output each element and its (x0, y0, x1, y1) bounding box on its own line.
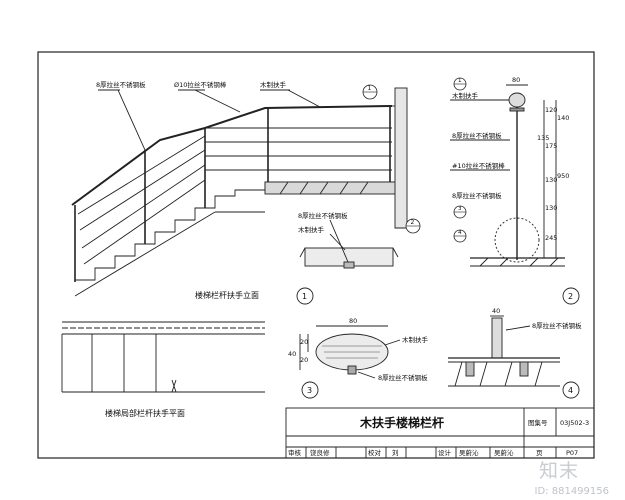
dim-40: 40 (288, 350, 296, 358)
dim-135: 135 (537, 134, 549, 142)
detail-2-view (450, 84, 565, 267)
elevation-view (71, 87, 408, 297)
title-block-cell-0: 审核 (288, 448, 302, 457)
section-mark-3-text: 3 (307, 386, 312, 395)
marker-2-right-text: 2 (411, 219, 415, 226)
label-rod-elevation: Ø10拉丝不锈钢棒 (174, 80, 227, 89)
marker-3-d2-text: 3 (458, 206, 462, 212)
section-mark-2: 2 (562, 287, 580, 305)
dim-175: 175 (545, 142, 557, 150)
title-block-cell-6: 设计 (438, 448, 452, 457)
dim-120: 120 (545, 106, 557, 114)
label-plate-elevation: 8厚拉丝不锈钢板 (96, 80, 146, 89)
title-block-title: 木扶手楼梯栏杆 (359, 415, 444, 430)
detail-3-view (299, 325, 401, 379)
title-block-cell-8: 吴蔚沁 (494, 448, 514, 457)
detail-1-view (299, 219, 399, 269)
detail-marker-1-d2: 1 (453, 77, 467, 91)
section-mark-1: 1 (296, 287, 314, 305)
title-block-atlas-no: 03J502-3 (560, 419, 589, 427)
caption-elevation: 楼梯栏杆扶手立面 (195, 290, 259, 300)
title-block (285, 407, 595, 459)
section-mark-1-text: 1 (302, 292, 307, 301)
section-mark-4: 4 (562, 381, 580, 399)
section-mark-3: 3 (301, 381, 319, 399)
label-handrail-elevation: 木制扶手 (260, 80, 287, 89)
dim-140: 140 (557, 114, 569, 122)
dim-245: 245 (545, 234, 557, 242)
detail-marker-2-right: 2 (405, 218, 421, 234)
marker-1-d2-text: 1 (458, 78, 462, 84)
detail-marker-3-d2: 3 (453, 205, 467, 219)
title-block-page-label: 页 (536, 449, 543, 457)
section-mark-2-text: 2 (568, 292, 573, 301)
marker-1-top-text: 1 (368, 85, 372, 92)
detail-4-view (448, 315, 560, 387)
dim-20: 20 (300, 338, 308, 346)
label-handrail-d2: 木制扶手 (452, 91, 479, 100)
dim-80: 80 (512, 76, 520, 84)
title-block-cell-4: 刘 (392, 448, 399, 457)
marker-4-d2-text: 4 (458, 230, 462, 236)
title-block-page-no: P07 (566, 449, 578, 457)
watermark-logo: 知末 (539, 460, 580, 482)
label-plate-d4: 8厚拉丝不锈钢板 (532, 321, 582, 330)
label-handrail-d1: 木制扶手 (298, 225, 325, 234)
dim-80b: 80 (349, 317, 357, 325)
dim-20b: 20 (300, 356, 308, 364)
section-mark-4-text: 4 (568, 386, 573, 395)
title-block-atlas-label: 图集号 (528, 418, 548, 427)
dim-130a: 130 (545, 176, 557, 184)
title-block-cell-3: 校对 (368, 448, 382, 457)
label-plate-d2-a: 8厚拉丝不锈钢板 (452, 131, 502, 140)
label-plate-d1: 8厚拉丝不锈钢板 (298, 211, 348, 220)
dim-40b: 40 (492, 307, 500, 315)
dim-130b: 130 (545, 204, 557, 212)
detail-marker-1-top: 1 (362, 84, 378, 100)
title-block-cell-1: 饶良修 (310, 448, 330, 457)
detail-marker-4-d2: 4 (453, 229, 467, 243)
caption-plan: 楼梯局部栏杆扶手平面 (105, 408, 185, 418)
label-handrail-d3: 木制扶手 (402, 335, 429, 344)
label-rod-d2: #10拉丝不锈钢棒 (452, 161, 505, 170)
dim-950: 950 (557, 172, 569, 180)
label-plate-d3: 8厚拉丝不锈钢板 (378, 373, 428, 382)
plan-view (61, 321, 265, 393)
watermark-id: ID: 881499156 (534, 486, 609, 497)
label-plate-d2-b: 8厚拉丝不锈钢板 (452, 191, 502, 200)
title-block-cell-7: 吴蔚沁 (459, 448, 479, 457)
